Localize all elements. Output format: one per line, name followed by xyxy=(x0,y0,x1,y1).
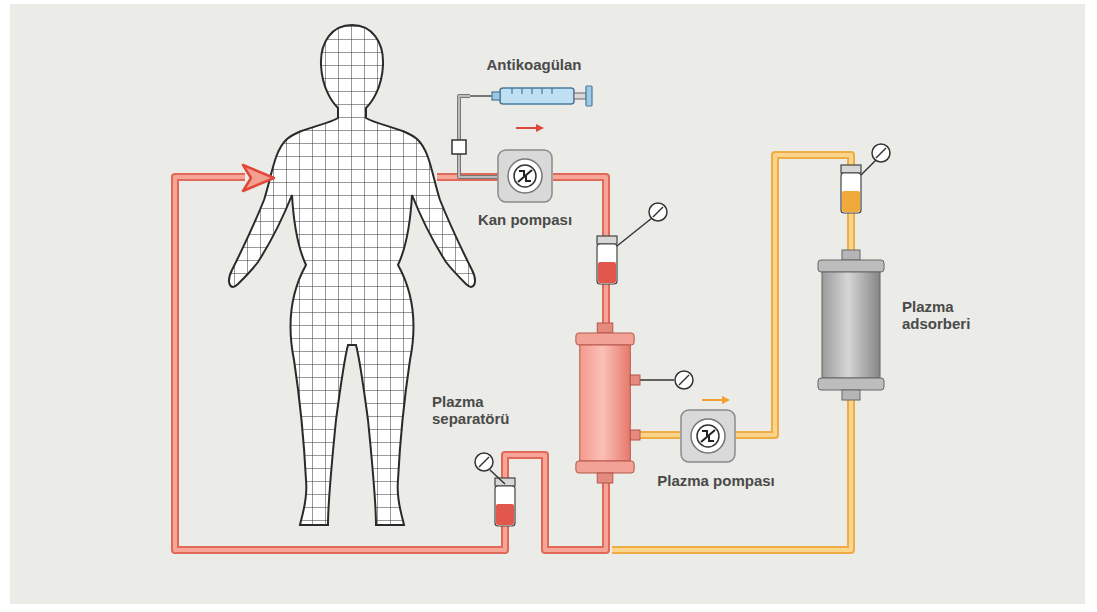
blood-pump xyxy=(497,149,553,203)
plasma-pump xyxy=(680,409,736,463)
plasma-adsorber xyxy=(812,250,890,400)
tube-line xyxy=(459,96,497,177)
tube-line xyxy=(459,96,497,177)
plasma-separator-outline xyxy=(572,323,640,483)
syringe-symbol-outline xyxy=(470,84,598,108)
plasma-adsorber-outline xyxy=(812,250,890,400)
component-label: Kan pompası xyxy=(478,211,572,228)
tube-line xyxy=(640,433,680,437)
plasma-pump-outline xyxy=(680,409,736,463)
tube-connector xyxy=(459,96,497,177)
plasma-separator xyxy=(572,323,640,483)
tube-line xyxy=(640,431,680,439)
component-label: Plazma separatörü xyxy=(432,393,542,427)
component-label: Antikoagülan xyxy=(486,56,581,73)
component-label: Plazma pompası xyxy=(657,472,775,489)
component-label: Plazma adsorberi xyxy=(902,298,1012,332)
syringe-symbol xyxy=(470,84,598,108)
blood-pump-outline xyxy=(497,149,553,203)
tube-connector xyxy=(640,435,680,436)
